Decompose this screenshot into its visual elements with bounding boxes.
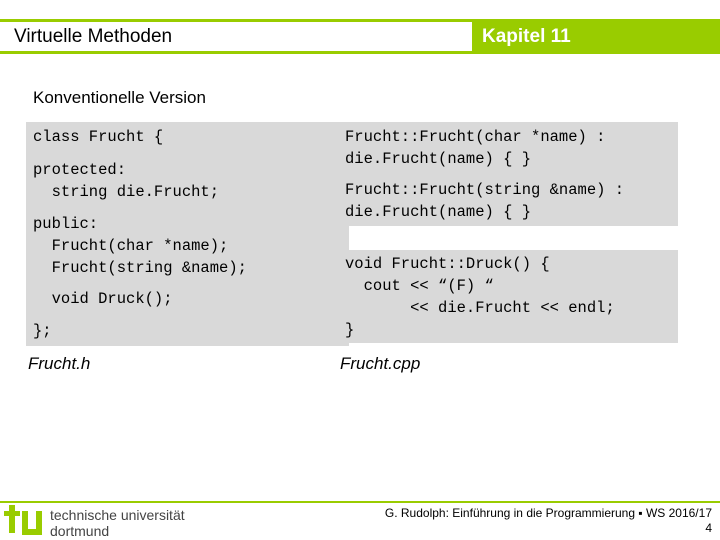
chapter-label: Kapitel 11 (472, 22, 720, 52)
university-line2: dortmund (50, 523, 110, 539)
code-line: void Frucht::Druck() { cout << “(F) “ <<… (345, 255, 615, 339)
constructor-code-box: Frucht::Frucht(char *name) : die.Frucht(… (338, 122, 678, 226)
section-subtitle: Konventionelle Version (33, 88, 206, 107)
footer-credit: G. Rudolph: Einführung in die Programmie… (385, 506, 712, 536)
code-line: Frucht::Frucht(char *name) : die.Frucht(… (345, 128, 606, 168)
page-number: 4 (705, 521, 712, 535)
code-line: class Frucht { (33, 128, 164, 146)
slide-title: Virtuelle Methoden (14, 26, 173, 47)
university-line1: technische universität (50, 507, 185, 523)
code-line: public: Frucht(char *name); Frucht(strin… (33, 215, 247, 277)
cpp-file-caption: Frucht.cpp (340, 354, 421, 373)
university-name: technische universität dortmund (50, 507, 185, 539)
footer-line (0, 501, 720, 503)
code-line: Frucht::Frucht(string &name) : die.Fruch… (345, 181, 625, 221)
code-line: }; (33, 322, 52, 340)
credit-text: G. Rudolph: Einführung in die Programmie… (384, 506, 712, 520)
header-top-line (0, 19, 720, 22)
header-bottom-line (0, 51, 720, 54)
druck-code-box: void Frucht::Druck() { cout << “(F) “ <<… (338, 250, 678, 343)
header-code-box: class Frucht { protected: string die.Fru… (26, 122, 349, 346)
code-line: protected: string die.Frucht; (33, 161, 220, 201)
code-line: void Druck(); (33, 290, 173, 308)
tu-logo-icon (4, 505, 42, 535)
header-file-caption: Frucht.h (28, 354, 91, 373)
